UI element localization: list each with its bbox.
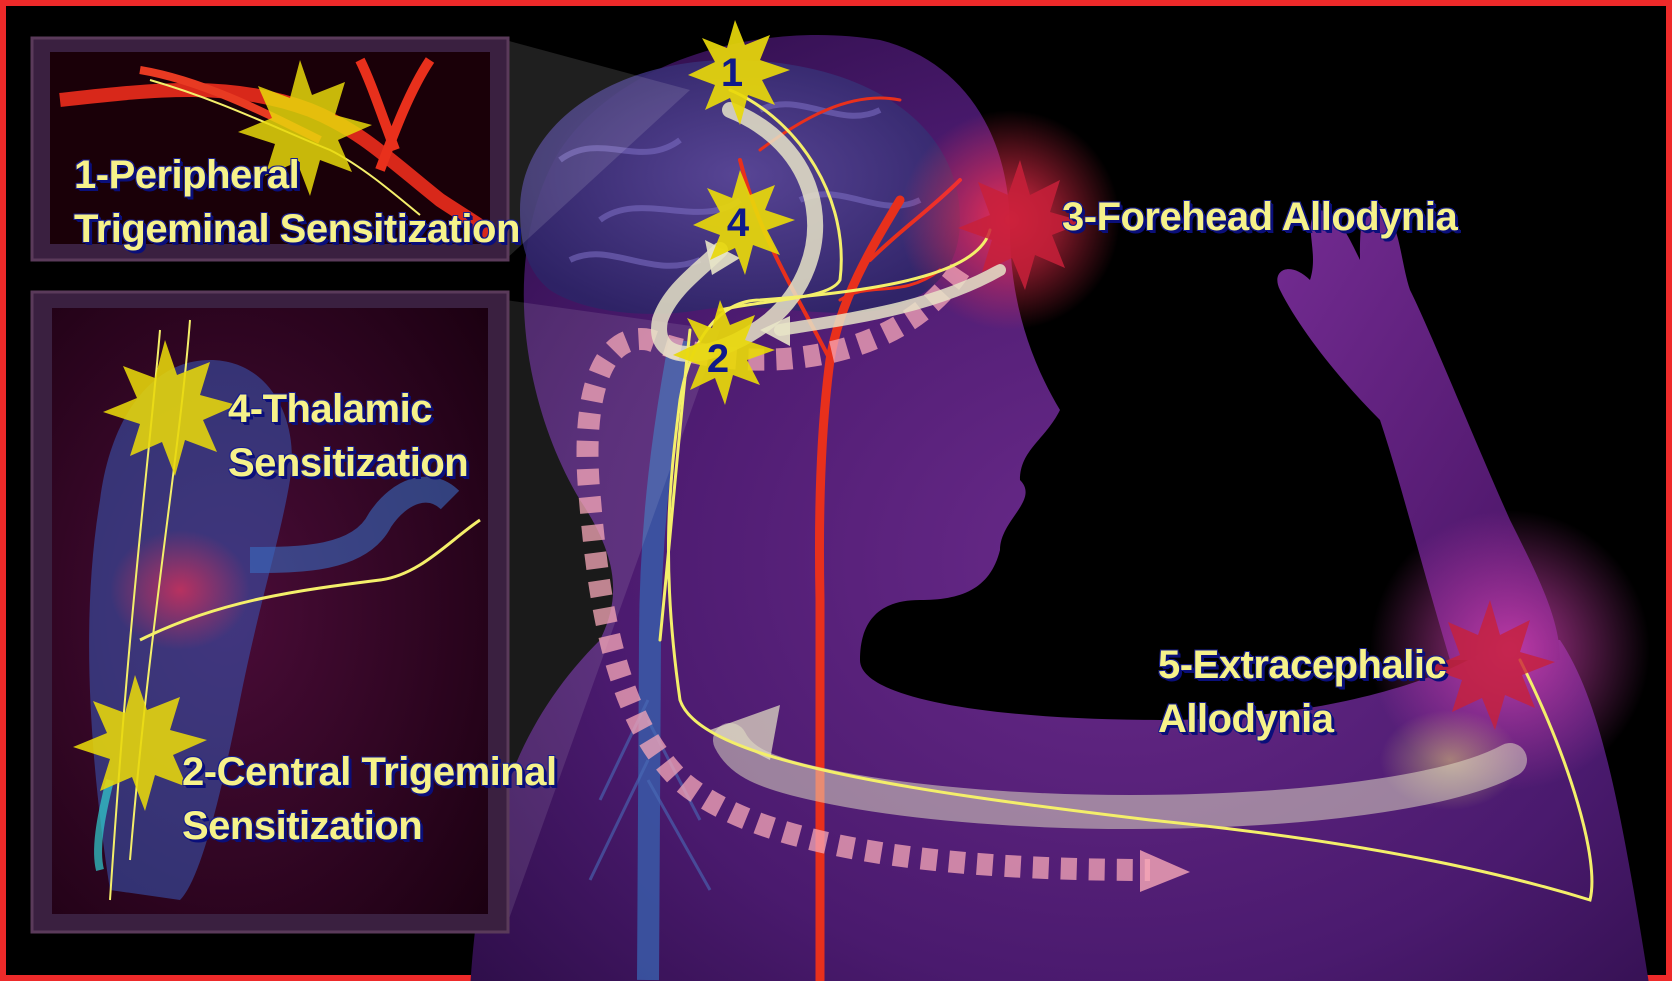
label-central-trigeminal-sensitization: 2-Central Trigeminal Sensitization (182, 745, 557, 853)
marker-2-number: 2 (707, 337, 729, 381)
label-thalamic-line1: 4-Thalamic (228, 382, 468, 436)
label-extracephalic-line2: Allodynia (1158, 692, 1446, 746)
label-extracephalic-allodynia: 5-Extracephalic Allodynia (1158, 638, 1446, 746)
label-forehead-line1: 3-Forehead Allodynia (1062, 190, 1457, 244)
label-central-line2: Sensitization (182, 799, 557, 853)
label-peripheral-line1: 1-Peripheral (74, 148, 520, 202)
marker-4-number: 4 (727, 201, 750, 245)
label-forehead-allodynia: 3-Forehead Allodynia (1062, 190, 1457, 244)
label-thalamic-line2: Sensitization (228, 436, 468, 490)
label-peripheral-line2: Trigeminal Sensitization (74, 202, 520, 256)
label-thalamic-sensitization: 4-Thalamic Sensitization (228, 382, 468, 490)
label-central-line1: 2-Central Trigeminal (182, 745, 557, 799)
label-peripheral-trigeminal-sensitization: 1-Peripheral Trigeminal Sensitization (74, 148, 520, 256)
marker-1-number: 1 (721, 51, 743, 95)
label-extracephalic-line1: 5-Extracephalic (1158, 638, 1446, 692)
